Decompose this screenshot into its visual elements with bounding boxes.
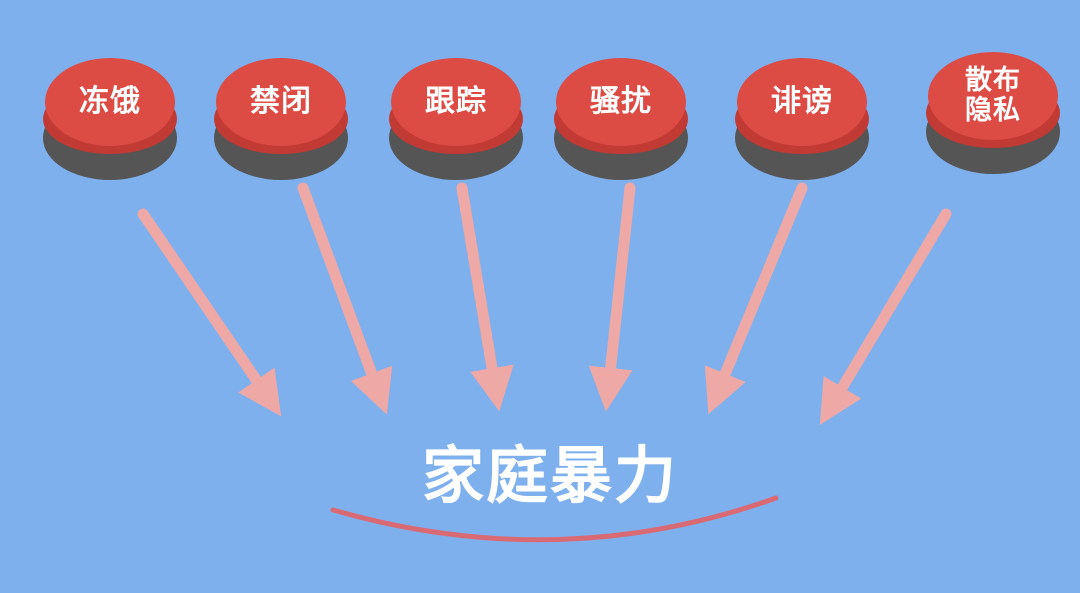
button-defamation: 诽谤 (735, 58, 869, 182)
arrow-4 (588, 182, 636, 412)
arrow-5 (704, 182, 808, 415)
button-confinement: 禁闭 (214, 58, 348, 182)
button-harassment: 骚扰 (554, 58, 688, 182)
button-spread-privacy: 散布隐私 (926, 52, 1060, 176)
arrow-2 (297, 182, 393, 415)
domestic-violence-title: 家庭暴力 (421, 439, 678, 512)
arrow-6 (819, 208, 952, 425)
button-cold-hunger: 冻饿 (43, 58, 177, 182)
button-stalking: 跟踪 (389, 58, 523, 182)
bottom-arc (330, 495, 779, 543)
arrow-3 (456, 182, 514, 412)
arrow-1 (137, 208, 282, 417)
